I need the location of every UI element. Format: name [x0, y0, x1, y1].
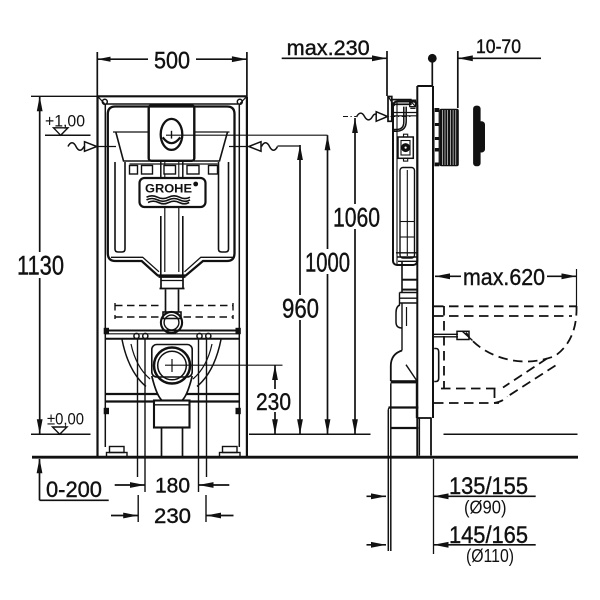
svg-text:(Ø90): (Ø90): [464, 498, 507, 518]
svg-text:max.230: max.230: [287, 37, 370, 60]
svg-text:+1,00: +1,00: [45, 112, 85, 130]
svg-text:0-200: 0-200: [46, 477, 102, 502]
svg-text:1000: 1000: [305, 248, 350, 278]
svg-text:±0,00: ±0,00: [47, 411, 84, 429]
svg-text:230: 230: [154, 505, 191, 528]
svg-text:500: 500: [154, 48, 190, 75]
svg-text:GROHE: GROHE: [145, 182, 192, 196]
svg-text:max.620: max.620: [463, 264, 545, 290]
svg-text:1060: 1060: [333, 203, 380, 233]
svg-text:10-70: 10-70: [476, 37, 521, 58]
svg-text:180: 180: [155, 475, 190, 498]
svg-text:960: 960: [282, 294, 319, 324]
svg-text:145/165: 145/165: [449, 522, 528, 549]
svg-text:135/155: 135/155: [449, 473, 528, 500]
svg-text:(Ø110): (Ø110): [466, 546, 514, 566]
svg-text:230: 230: [256, 389, 291, 416]
svg-text:1130: 1130: [17, 251, 64, 281]
